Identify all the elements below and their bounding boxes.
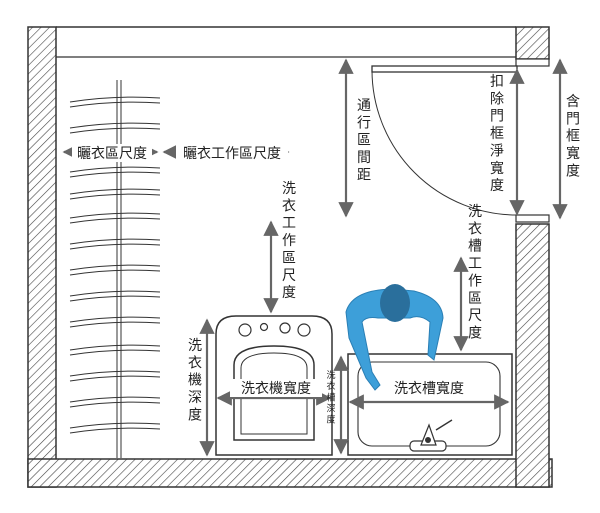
label-sink-depth: 洗衣槽深度 xyxy=(326,369,335,426)
right-wall-upper xyxy=(515,26,550,60)
faucet-icon xyxy=(409,419,453,452)
right-wall-lower xyxy=(515,223,550,488)
drying-rack-icon xyxy=(69,80,161,458)
label-door-net-width: 扣除門框淨寬度 xyxy=(490,74,504,194)
dimension-lines xyxy=(62,58,568,457)
label-door-frame-width: 含門框寬度 xyxy=(566,94,580,179)
person-head xyxy=(380,284,410,322)
label-drying-work-area: 曬衣工作區尺度 xyxy=(183,146,281,162)
label-sink-width: 洗衣槽寬度 xyxy=(394,380,464,397)
door-frame-top xyxy=(515,58,550,67)
door-leaf xyxy=(371,65,518,73)
label-drying-area: 曬衣區尺度 xyxy=(77,146,147,162)
label-corridor: 通行區間距 xyxy=(357,98,371,183)
label-washer-width: 洗衣機寬度 xyxy=(241,380,311,397)
person-top-view-icon xyxy=(345,284,444,391)
door-arc xyxy=(371,69,518,216)
label-sink-work-area: 洗衣槽工作區尺度 xyxy=(468,204,482,342)
door-frame-bottom xyxy=(515,214,550,223)
dimension-labels: 曬衣區尺度 曬衣工作區尺度 通行區間距 扣除門框淨寬度 含門框寬度 洗衣工作區尺… xyxy=(72,74,580,426)
left-wall xyxy=(27,26,57,488)
laundry-sink-icon xyxy=(347,353,513,456)
walls xyxy=(27,26,553,488)
label-washer-work-area: 洗衣工作區尺度 xyxy=(282,181,296,301)
label-washer-depth: 洗衣機深度 xyxy=(188,338,202,423)
bottom-wall xyxy=(27,458,553,488)
